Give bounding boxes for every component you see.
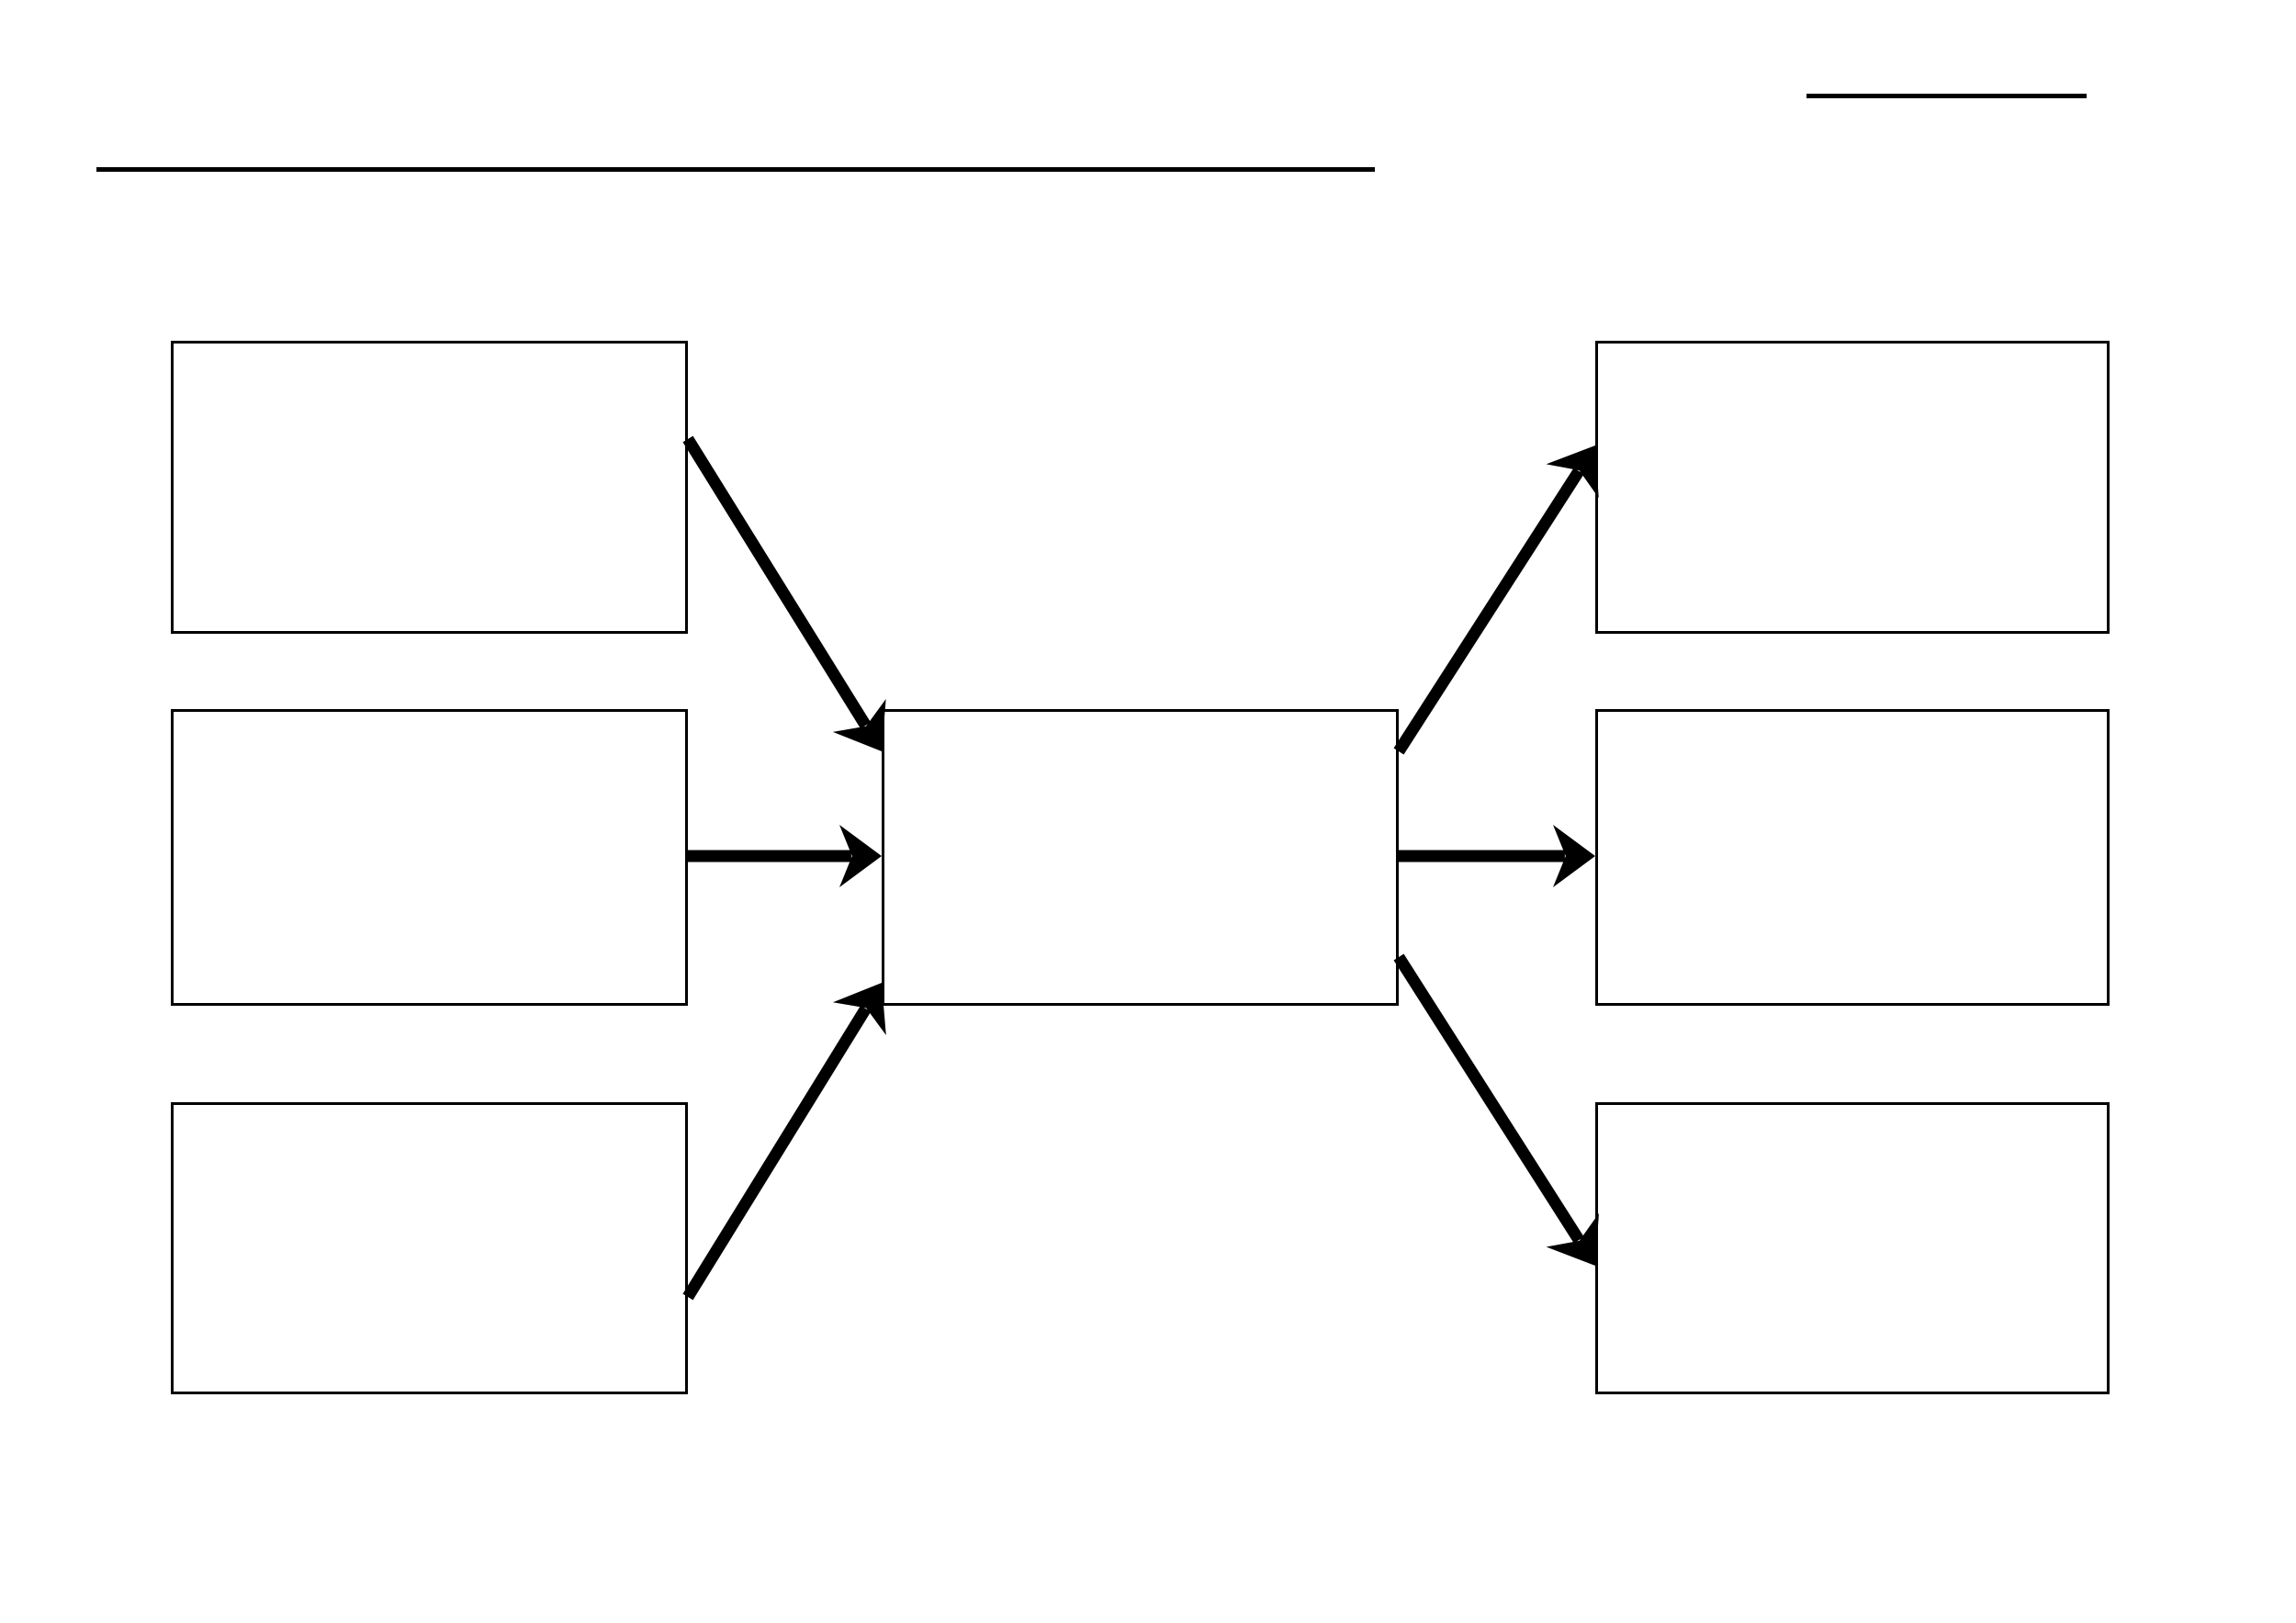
arrow-out-top-head bbox=[1546, 445, 1599, 499]
arrow-in-top bbox=[682, 435, 886, 751]
output-box-3[interactable] bbox=[1595, 1102, 2110, 1394]
converging-arrows-group bbox=[682, 435, 886, 1301]
arrow-out-top-shaft bbox=[1393, 468, 1584, 755]
name-blank-rule bbox=[1806, 94, 2087, 98]
arrow-out-mid-head bbox=[1553, 825, 1595, 887]
title-blank-rule bbox=[96, 167, 1375, 172]
output-box-1[interactable] bbox=[1595, 341, 2110, 634]
arrow-out-bottom-head bbox=[1546, 1212, 1599, 1266]
output-box-2[interactable] bbox=[1595, 709, 2110, 1006]
center-box[interactable] bbox=[882, 709, 1399, 1006]
arrow-out-mid bbox=[1399, 825, 1595, 887]
arrow-out-top bbox=[1393, 445, 1599, 755]
diverging-arrows-group bbox=[1393, 445, 1599, 1266]
input-box-1[interactable] bbox=[171, 341, 688, 634]
arrow-in-mid bbox=[688, 825, 882, 887]
arrow-in-mid-head bbox=[839, 825, 882, 887]
arrow-in-bottom-head bbox=[832, 983, 886, 1036]
arrow-in-bottom-shaft bbox=[682, 1005, 872, 1301]
arrow-in-top-head bbox=[832, 698, 886, 751]
input-box-2[interactable] bbox=[171, 709, 688, 1006]
arrow-in-top-shaft bbox=[682, 435, 872, 729]
arrow-in-bottom bbox=[682, 983, 886, 1301]
arrow-out-bottom bbox=[1393, 953, 1599, 1266]
arrow-out-bottom-shaft bbox=[1393, 953, 1584, 1244]
input-box-3[interactable] bbox=[171, 1102, 688, 1394]
